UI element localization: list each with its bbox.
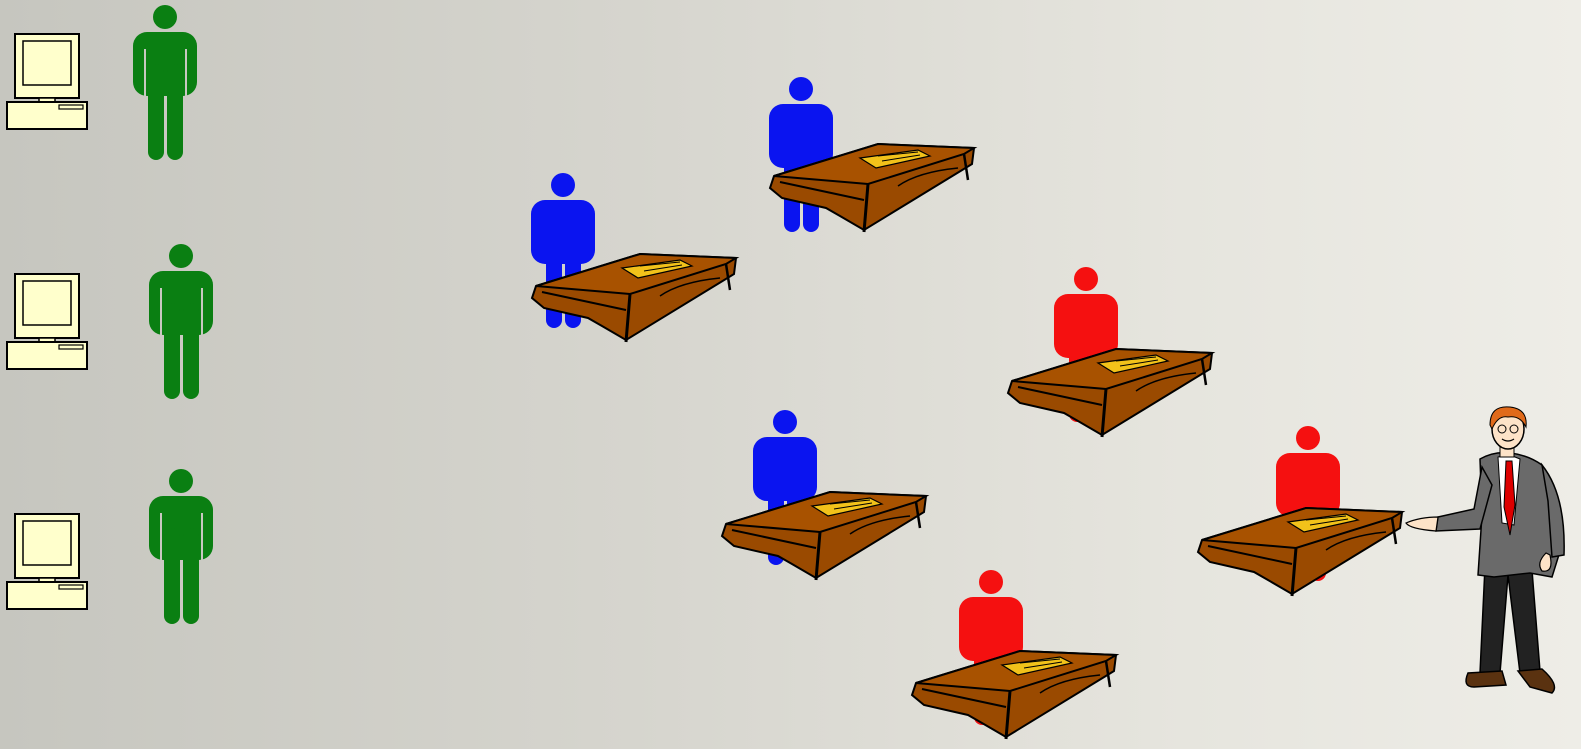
presenter-icon — [1402, 405, 1574, 697]
green-person-icon — [132, 4, 200, 162]
desk-icon — [1006, 343, 1218, 445]
desk-icon — [720, 486, 932, 588]
computer-icon — [5, 272, 89, 372]
computer-icon — [5, 32, 89, 132]
green-person-icon — [148, 243, 216, 401]
desk-icon — [530, 248, 742, 350]
green-person-icon — [148, 468, 216, 626]
desk-icon — [910, 645, 1122, 747]
desk-icon — [1196, 502, 1408, 604]
computer-icon — [5, 512, 89, 612]
desk-icon — [768, 138, 980, 240]
